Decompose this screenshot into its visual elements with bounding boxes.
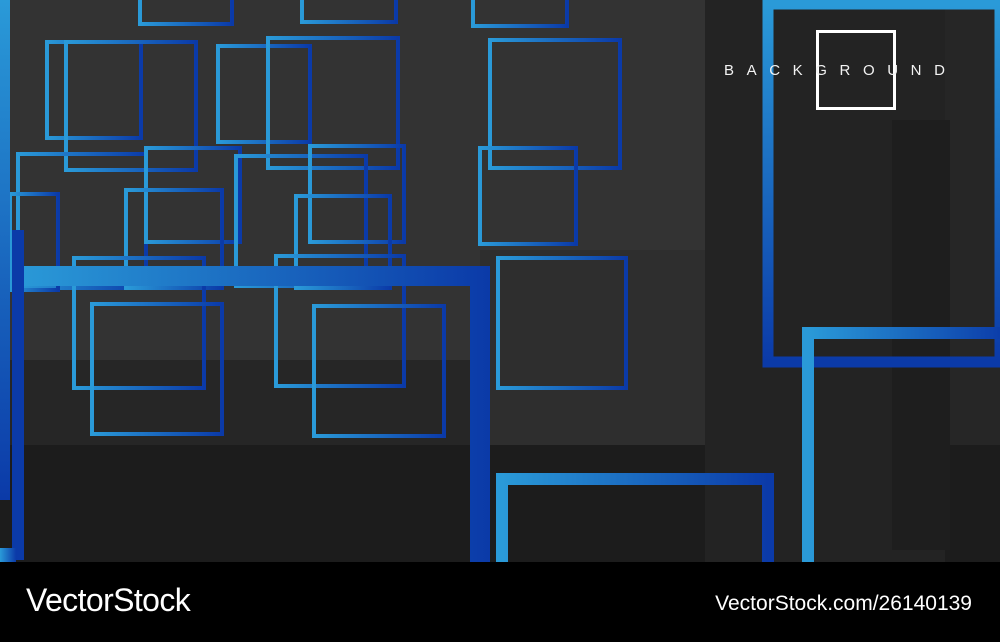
watermark-bar: VectorStock VectorStock.com/26140139 <box>0 562 1000 642</box>
large-square-frame <box>496 473 774 562</box>
heading-group: BACKGROUND <box>720 30 980 110</box>
square-frame <box>471 0 569 28</box>
square-frame <box>488 38 622 170</box>
image-id-caption: VectorStock.com/26140139 <box>715 592 972 615</box>
square-frames-cluster <box>8 0 628 438</box>
square-frame <box>294 194 392 290</box>
square-frames-graphic <box>0 0 1000 562</box>
square-frame <box>312 304 446 438</box>
square-frame <box>266 36 400 170</box>
square-frame <box>216 44 312 144</box>
square-frame <box>90 302 224 436</box>
brand-logo-text: VectorStock <box>26 582 191 618</box>
left-edge-bar <box>0 548 16 562</box>
large-square-frame <box>762 0 1000 368</box>
square-frame <box>138 0 234 26</box>
square-frame <box>124 188 224 290</box>
square-frame <box>72 256 206 390</box>
square-frame <box>496 256 628 390</box>
abstract-background-artwork: BACKGROUND <box>0 0 1000 562</box>
middle-panel <box>480 250 705 445</box>
square-frame <box>300 0 398 24</box>
square-frame <box>274 254 406 388</box>
large-square-frame <box>802 327 1000 562</box>
heading-square-frame <box>816 30 896 110</box>
heading-text: BACKGROUND <box>724 62 958 79</box>
square-frame <box>144 146 242 244</box>
left-edge-bar <box>12 230 24 560</box>
square-frame <box>478 146 578 246</box>
square-frame <box>64 40 198 172</box>
left-edge-bar <box>0 0 10 500</box>
